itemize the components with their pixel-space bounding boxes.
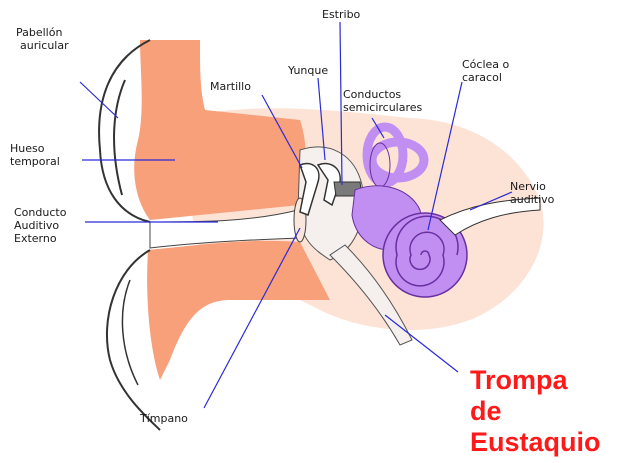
label-yunque: Yunque xyxy=(288,64,328,77)
label-coclea-line2: caracol xyxy=(462,71,509,84)
label-conducto-line1: Conducto xyxy=(14,206,66,219)
pinna-inner-fold xyxy=(114,80,125,195)
pointer-pabellon xyxy=(80,82,118,118)
label-semicirc: Conductos semicirculares xyxy=(343,88,422,114)
label-pabellon: Pabellón auricular xyxy=(16,26,69,52)
skin-outer xyxy=(134,40,306,220)
highlight-line3: Eustaquio xyxy=(470,427,601,458)
highlight-trompa: Trompa de Eustaquio xyxy=(470,365,601,458)
label-semicirc-line1: Conductos xyxy=(343,88,422,101)
label-hueso: Hueso temporal xyxy=(10,142,60,168)
label-pabellon-line1: Pabellón xyxy=(16,26,69,39)
label-pabellon-line2: auricular xyxy=(16,39,69,52)
skin-lower xyxy=(147,241,330,380)
label-hueso-line1: Hueso xyxy=(10,142,60,155)
label-hueso-line2: temporal xyxy=(10,155,60,168)
highlight-line1: Trompa xyxy=(470,365,601,396)
label-conducto-line3: Externo xyxy=(14,232,66,245)
label-nervio: Nervio auditivo xyxy=(510,180,554,206)
highlight-line2: de xyxy=(470,396,601,427)
label-coclea: Cóclea o caracol xyxy=(462,58,509,84)
label-estribo: Estribo xyxy=(322,8,360,21)
label-martillo: Martillo xyxy=(210,80,251,93)
lobe-inner xyxy=(122,280,138,385)
label-coclea-line1: Cóclea o xyxy=(462,58,509,71)
label-conducto-line2: Auditivo xyxy=(14,219,66,232)
label-nervio-line1: Nervio xyxy=(510,180,554,193)
label-nervio-line2: auditivo xyxy=(510,193,554,206)
label-semicirc-line2: semicirculares xyxy=(343,101,422,114)
label-conducto: Conducto Auditivo Externo xyxy=(14,206,66,245)
label-timpano: Tímpano xyxy=(140,412,188,425)
